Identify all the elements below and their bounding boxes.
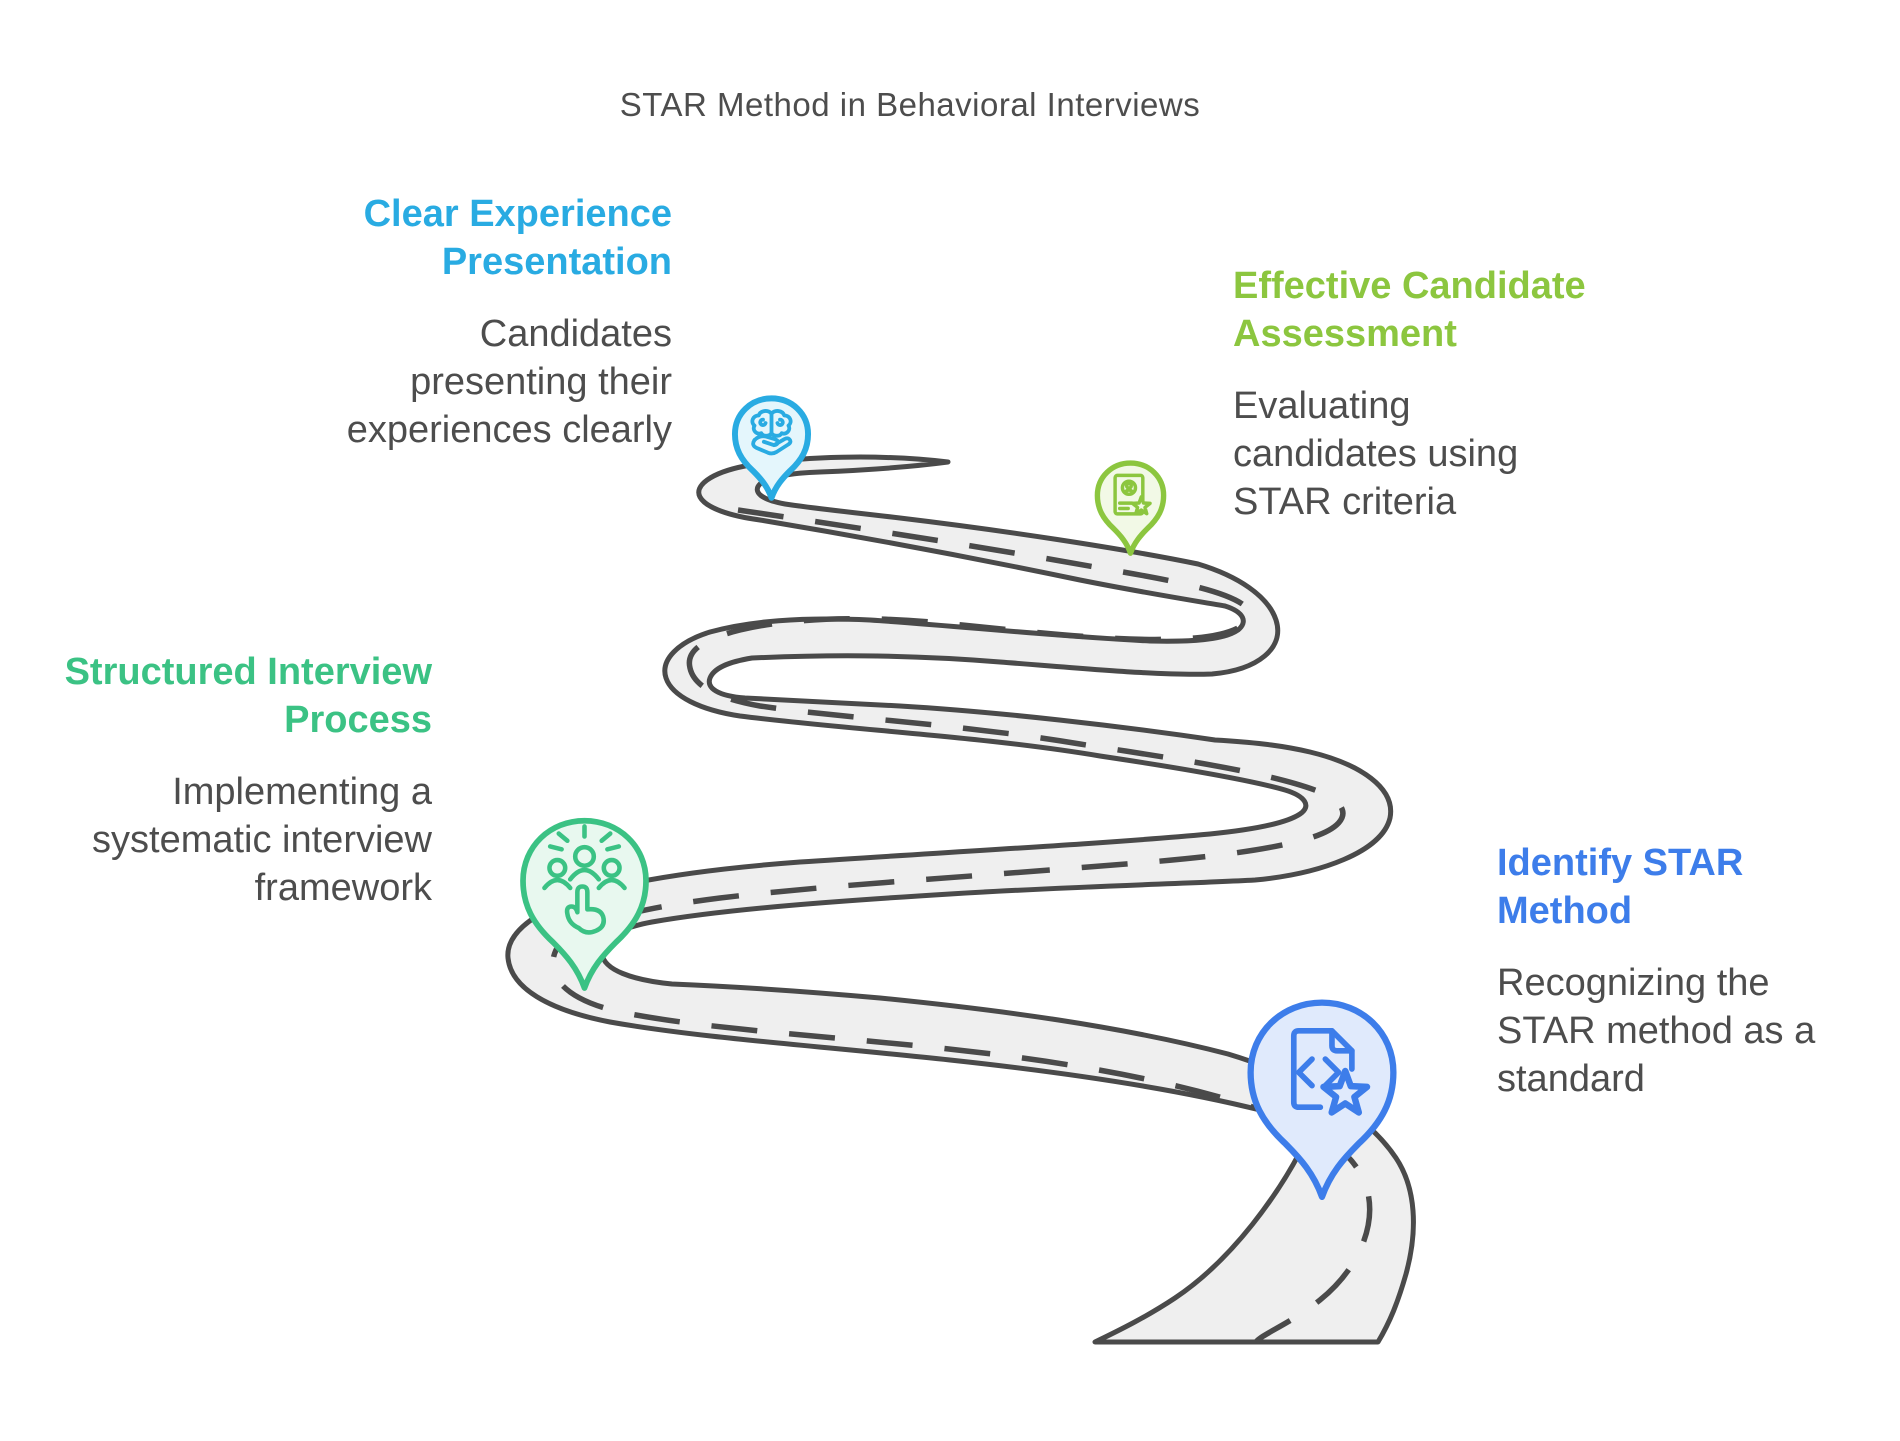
- page-title: STAR Method in Behavioral Interviews: [619, 86, 1201, 123]
- body-line: Evaluating: [1233, 385, 1411, 427]
- milestone-clear-experience: Clear Experience Presentation Candidates…: [240, 190, 672, 454]
- body-line: STAR method as a: [1497, 1010, 1816, 1052]
- body-line: candidates using: [1233, 433, 1519, 475]
- milestone-heading: Effective Candidate Assessment: [1233, 262, 1653, 358]
- milestone-heading: Structured Interview Process: [0, 648, 432, 744]
- heading-line: Assessment: [1233, 313, 1457, 355]
- milestone-pin-candidate-assessment: [1094, 460, 1167, 556]
- brain-in-hand-icon: [750, 409, 793, 456]
- code-document-star-icon: [1290, 1028, 1371, 1116]
- body-line: systematic interview: [92, 819, 432, 861]
- heading-line: Effective Candidate: [1233, 265, 1586, 307]
- milestone-pin-structured-interview: [520, 817, 649, 991]
- heading-line: Process: [284, 699, 432, 741]
- milestone-pin-clear-experience: [731, 395, 812, 501]
- body-line: Recognizing the: [1497, 962, 1770, 1004]
- body-line: STAR criteria: [1233, 481, 1457, 523]
- heading-line: Clear Experience: [363, 193, 672, 235]
- resume-star-icon: [1113, 473, 1152, 516]
- heading-line: Presentation: [441, 241, 672, 283]
- milestone-heading: Clear Experience Presentation: [240, 190, 672, 286]
- winding-road: [505, 454, 1416, 1345]
- body-line: Candidates: [479, 313, 672, 355]
- milestone-description: Evaluating candidates using STAR criteri…: [1233, 382, 1653, 526]
- road-center-dashes: [550, 507, 1373, 1344]
- people-select-icon: [542, 824, 627, 935]
- body-line: presenting their: [410, 361, 672, 403]
- milestone-description: Candidates presenting their experiences …: [240, 310, 672, 454]
- heading-line: Structured Interview: [64, 651, 432, 693]
- road-surface: [505, 454, 1416, 1345]
- milestone-description: Implementing a systematic interview fram…: [0, 768, 432, 912]
- milestone-candidate-assessment: Effective Candidate Assessment Evaluatin…: [1233, 262, 1653, 526]
- milestone-heading: Identify STAR Method: [1497, 839, 1897, 935]
- heading-line: Identify STAR: [1497, 842, 1744, 884]
- milestone-structured-interview: Structured Interview Process Implementin…: [0, 648, 432, 912]
- milestone-pin-identify-star: [1247, 999, 1397, 1201]
- body-line: standard: [1497, 1058, 1645, 1100]
- pin-shape: [1247, 999, 1397, 1201]
- body-line: framework: [254, 867, 432, 909]
- milestone-description: Recognizing the STAR method as a standar…: [1497, 959, 1897, 1103]
- body-line: Implementing a: [172, 771, 432, 813]
- heading-line: Method: [1497, 890, 1633, 932]
- body-line: experiences clearly: [346, 409, 672, 451]
- milestone-identify-star: Identify STAR Method Recognizing the STA…: [1497, 839, 1897, 1103]
